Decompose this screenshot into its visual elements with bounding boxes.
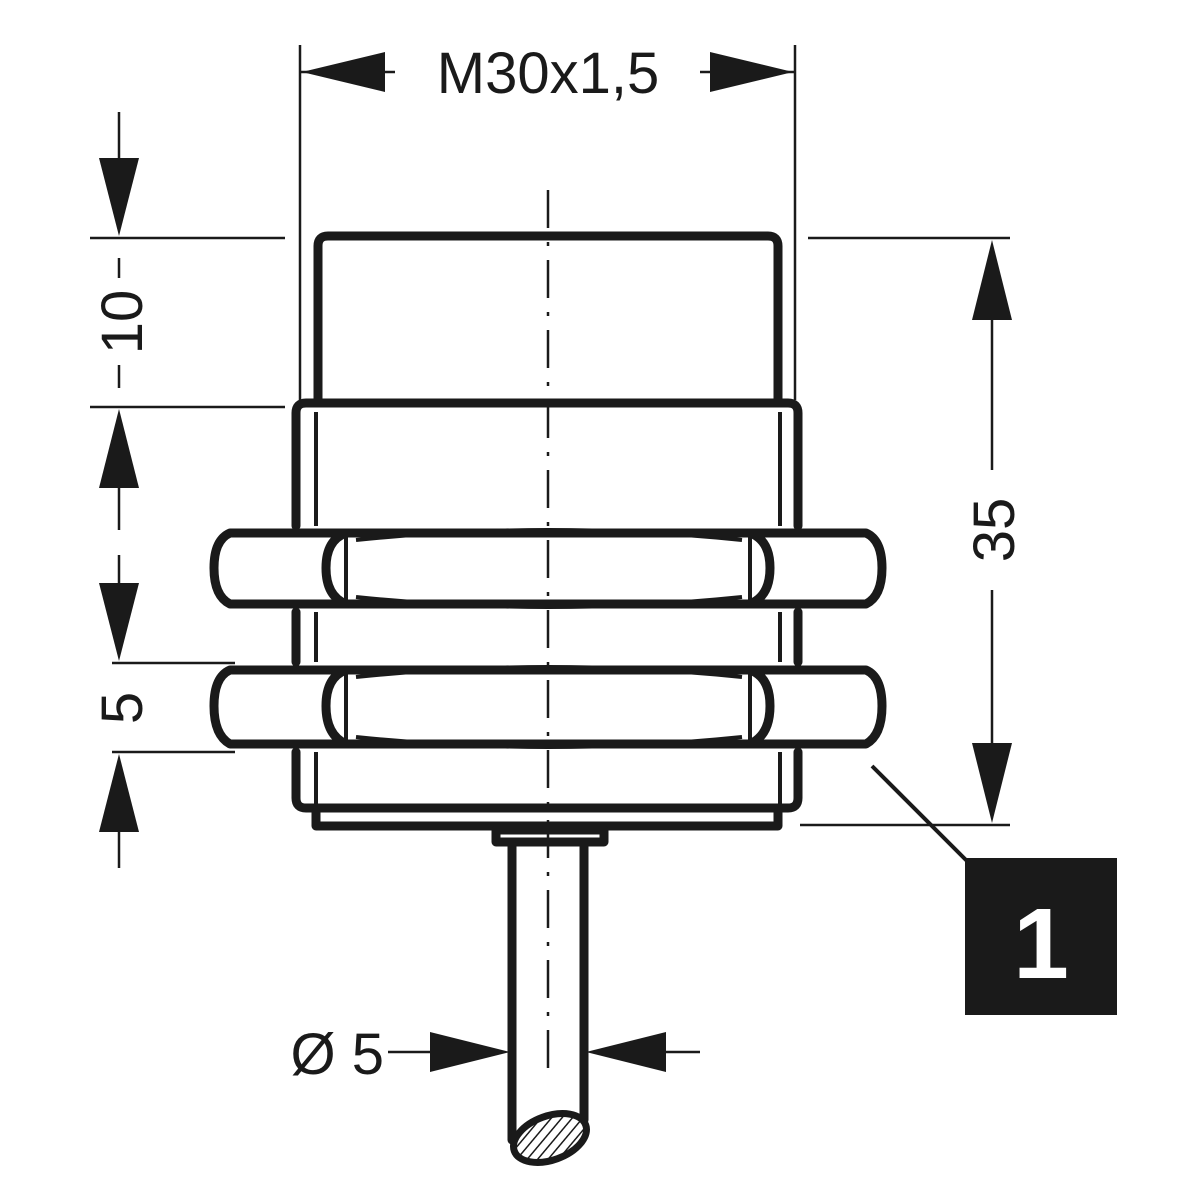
- nut-thickness-label: 5: [90, 692, 155, 724]
- arrow-nut-down: [99, 583, 139, 661]
- thread-housing-lower: [291, 747, 803, 813]
- lower-nut: [209, 665, 887, 749]
- cable-diameter-dimension: Ø 5: [291, 1022, 700, 1087]
- arrow-up: [99, 409, 139, 488]
- callout-box: [965, 858, 1117, 1015]
- diameter-arrow-left: [430, 1032, 510, 1072]
- lower-nut-chamfer-top: [355, 665, 743, 679]
- upper-nut-chamfer-bottom: [355, 595, 743, 609]
- callout-number: 1: [1013, 888, 1069, 1000]
- nut-thickness-dimension: 5: [90, 555, 235, 868]
- front-length-label: 10: [90, 290, 155, 355]
- sensing-cap: [313, 231, 783, 405]
- arrow-down: [99, 158, 139, 236]
- lower-nut-left-flat: [209, 665, 351, 749]
- thread-dimension: M30x1,5: [298, 41, 797, 400]
- cable-gland: [491, 825, 609, 847]
- total-length-dimension: 35: [800, 236, 1027, 827]
- arrow-right: [710, 52, 793, 92]
- thread-label: M30x1,5: [437, 41, 659, 106]
- callout-leader-line: [870, 764, 970, 864]
- upper-nut: [209, 528, 887, 609]
- arrow-total-up: [972, 240, 1012, 320]
- callout-1: 1: [870, 764, 1117, 1015]
- diameter-arrow-right: [586, 1032, 666, 1072]
- front-length-dimension: 10: [90, 112, 285, 530]
- total-length-label: 35: [962, 498, 1027, 563]
- upper-nut-chamfer-top: [355, 528, 743, 542]
- cable-diameter-label: Ø 5: [291, 1022, 385, 1087]
- cable-cross-section: [510, 1110, 590, 1166]
- upper-nut-left-flat: [209, 528, 351, 609]
- lower-nut-chamfer-bottom: [355, 735, 743, 749]
- cable: [507, 840, 590, 1166]
- upper-nut-right-flat: [745, 528, 887, 609]
- arrow-left: [302, 52, 385, 92]
- lower-nut-right-flat: [745, 665, 887, 749]
- arrow-nut-up: [99, 754, 139, 832]
- arrow-total-down: [972, 743, 1012, 823]
